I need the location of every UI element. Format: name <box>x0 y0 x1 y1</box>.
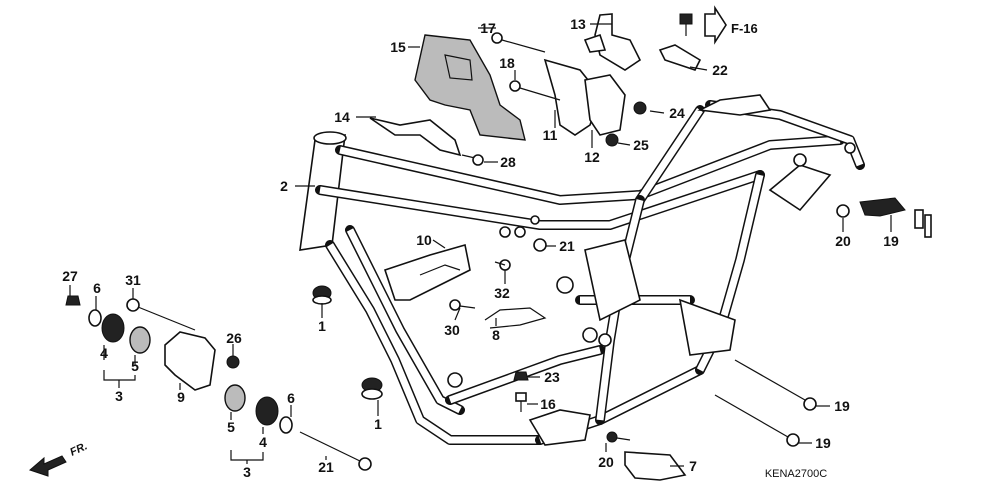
part-9-bracket <box>164 331 216 391</box>
part-6-washer-left <box>88 309 102 327</box>
part-27-nut <box>65 295 81 306</box>
part-11-bracket <box>543 58 601 136</box>
callout-6a: 6 <box>93 280 101 296</box>
callout-19b: 19 <box>815 435 831 451</box>
callout-4a: 4 <box>100 345 108 361</box>
part-1-rubber-upper <box>312 285 332 305</box>
callout-25: 23 <box>544 369 560 385</box>
callout-31: 31 <box>125 272 141 288</box>
callout-17: 20 <box>835 233 851 249</box>
part-26-nut-upper <box>605 101 647 147</box>
part-21-bolt-upper <box>491 32 546 53</box>
callout-21b: 18 <box>499 55 515 71</box>
part-8-clip <box>484 307 547 329</box>
part-25-nut <box>513 371 529 381</box>
part-18-bolt <box>606 431 631 443</box>
callout-3a: 3 <box>115 388 123 404</box>
callout-21a: 17 <box>480 20 496 36</box>
part-24-clip <box>658 44 702 71</box>
callout-7: 7 <box>689 458 697 474</box>
callout-15: 15 <box>390 39 406 55</box>
callout-3b: 3 <box>243 464 251 480</box>
part-4-rubber-lower <box>255 396 279 426</box>
reference-page-label: F-16 <box>731 21 758 36</box>
callout-8: 8 <box>492 327 500 343</box>
callout-27: 27 <box>62 268 78 284</box>
part-30-bolt <box>449 299 476 311</box>
callout-16: 19 <box>883 233 899 249</box>
part-4-rubber-left <box>101 313 125 343</box>
callout-18: 20 <box>598 454 614 470</box>
part-1-rubber-lower <box>361 377 383 400</box>
part-7-bracket <box>624 451 687 481</box>
callout-32: 32 <box>494 285 510 301</box>
part-21-bolt-lower <box>509 80 561 101</box>
part-16-lock <box>859 197 932 238</box>
part-19-bolt-lower <box>714 394 800 447</box>
part-13-bracket <box>583 13 642 71</box>
callout-11: 11 <box>543 127 558 143</box>
callout-26a: 24 <box>669 105 685 121</box>
callout-10: 10 <box>416 232 432 248</box>
main-frame <box>299 94 865 446</box>
part-22-bolt <box>299 431 372 471</box>
part-5-collar-left <box>129 326 151 354</box>
callout-4b: 4 <box>259 434 267 450</box>
callout-9: 9 <box>177 389 185 405</box>
callout-12: 12 <box>584 149 600 165</box>
part-15-plate <box>414 34 526 141</box>
front-direction-label: FR. <box>68 440 89 458</box>
callout-26c: 26 <box>226 330 242 346</box>
frame-bosses <box>447 142 856 388</box>
callout-26b: 25 <box>633 137 649 153</box>
part-10-bracket <box>383 243 471 301</box>
f16-bolt-icon <box>679 5 727 45</box>
callout-1b: 1 <box>374 416 382 432</box>
part-32-bolt <box>494 259 511 271</box>
part-12-bracket <box>584 74 626 136</box>
part-14-bracket <box>369 117 462 157</box>
callout-14: 14 <box>334 109 350 125</box>
callout-2: 2 <box>280 178 288 194</box>
part-23-nut <box>533 238 547 252</box>
callout-23: 21 <box>559 238 575 254</box>
front-direction-arrow <box>29 455 67 477</box>
part-31-bolt <box>126 298 196 331</box>
diagram-code: KENA2700C <box>765 468 827 480</box>
leader-lines <box>69 23 892 467</box>
part-26-nut-left <box>226 355 240 369</box>
part-28-bolt <box>461 154 484 166</box>
callout-30: 30 <box>444 322 460 338</box>
callout-24: 22 <box>712 62 728 78</box>
callout-22: 21 <box>318 459 334 475</box>
callout-28: 28 <box>500 154 516 170</box>
callout-1a: 1 <box>318 318 326 334</box>
callout-20: 16 <box>540 396 556 412</box>
callout-19a: 19 <box>834 398 850 414</box>
part-19-bolt-upper <box>734 359 817 411</box>
part-20-bolt <box>515 392 527 412</box>
part-17-nut <box>836 204 850 218</box>
callout-13: 13 <box>570 16 586 32</box>
callout-5b: 5 <box>227 419 235 435</box>
part-5-collar-lower <box>224 384 246 412</box>
part-6-washer-lower <box>279 416 293 434</box>
callout-5a: 5 <box>131 358 139 374</box>
callout-6b: 6 <box>287 390 295 406</box>
